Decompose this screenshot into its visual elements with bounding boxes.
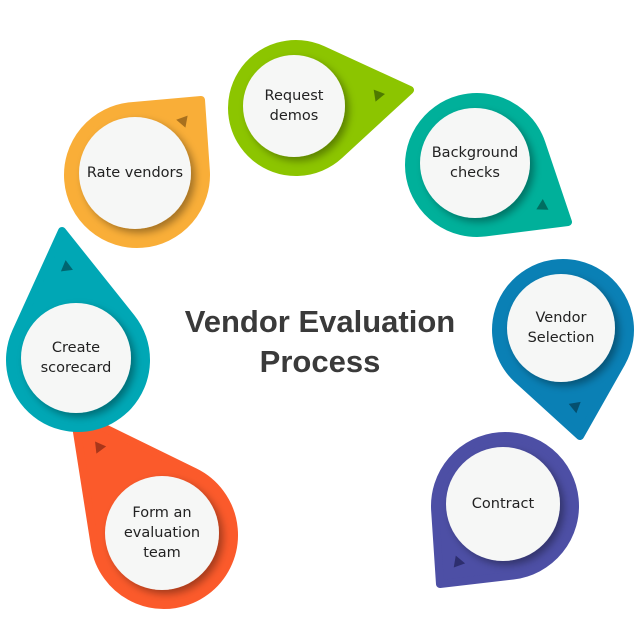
direction-marker-icon [568, 401, 581, 414]
step-inner-circle [420, 108, 530, 218]
step-inner-circle [446, 447, 560, 561]
step-5-teardrop [70, 409, 238, 609]
step-label: Rate vendors [86, 165, 184, 181]
step-4-teardrop [431, 432, 579, 588]
direction-marker-icon [60, 260, 73, 272]
step-inner-circle [243, 55, 345, 157]
direction-marker-icon [536, 199, 549, 210]
step-inner-circle [105, 476, 219, 590]
step-label: Create scorecard [40, 340, 112, 376]
diagram-title-line2: Process [259, 344, 381, 379]
step-label: Background checks [431, 145, 519, 181]
step-inner-circle [21, 303, 131, 413]
step-label: Vendor Selection [527, 310, 595, 346]
step-6-teardrop [6, 227, 150, 432]
step-3-teardrop [492, 259, 634, 440]
step-7-teardrop [64, 96, 210, 248]
step-label: Form an evaluation team [123, 505, 201, 561]
diagram-title-line1: Vendor Evaluation [184, 304, 456, 339]
step-label: Contract [471, 496, 535, 512]
step-1-teardrop [228, 40, 414, 176]
direction-marker-icon [453, 555, 466, 568]
direction-marker-icon [95, 441, 107, 454]
direction-marker-icon [373, 89, 385, 102]
step-inner-circle [79, 117, 191, 229]
step-label: Request demos [264, 88, 324, 124]
direction-marker-icon [176, 115, 188, 128]
step-inner-circle [507, 274, 615, 382]
step-2-teardrop [405, 93, 572, 237]
